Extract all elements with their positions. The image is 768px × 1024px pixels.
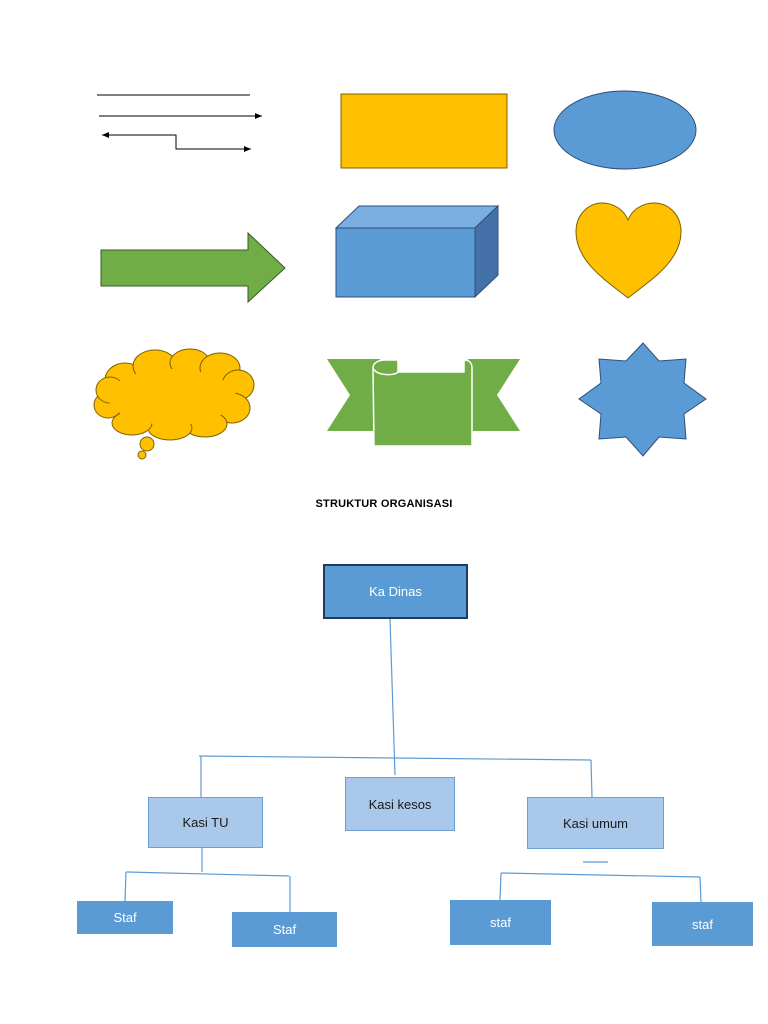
staf-box: Staf — [77, 901, 173, 934]
diagram-title: STRUKTUR ORGANISASI — [315, 498, 453, 510]
ellipse-shape-icon — [553, 90, 697, 170]
ribbon-banner-icon — [327, 359, 520, 447]
staf-box: staf — [450, 900, 551, 945]
block-arrow-icon — [100, 231, 286, 304]
thought-cloud-icon — [93, 348, 255, 460]
staf-box: staf — [652, 902, 753, 946]
kasi-umum-box: Kasi umum — [527, 797, 664, 849]
cube-shape-icon — [334, 204, 500, 299]
ka-dinas-box: Ka Dinas — [323, 564, 468, 619]
shape-gallery — [93, 90, 707, 460]
eight-point-star-icon — [578, 342, 707, 457]
heart-shape-icon — [575, 202, 682, 299]
staf-box: Staf — [232, 912, 337, 947]
kasi-tu-box: Kasi TU — [148, 797, 263, 848]
kasi-kesos-box: Kasi kesos — [345, 777, 455, 831]
rectangle-shape-icon — [340, 93, 508, 169]
line-and-arrow-connectors-icon — [97, 94, 262, 152]
